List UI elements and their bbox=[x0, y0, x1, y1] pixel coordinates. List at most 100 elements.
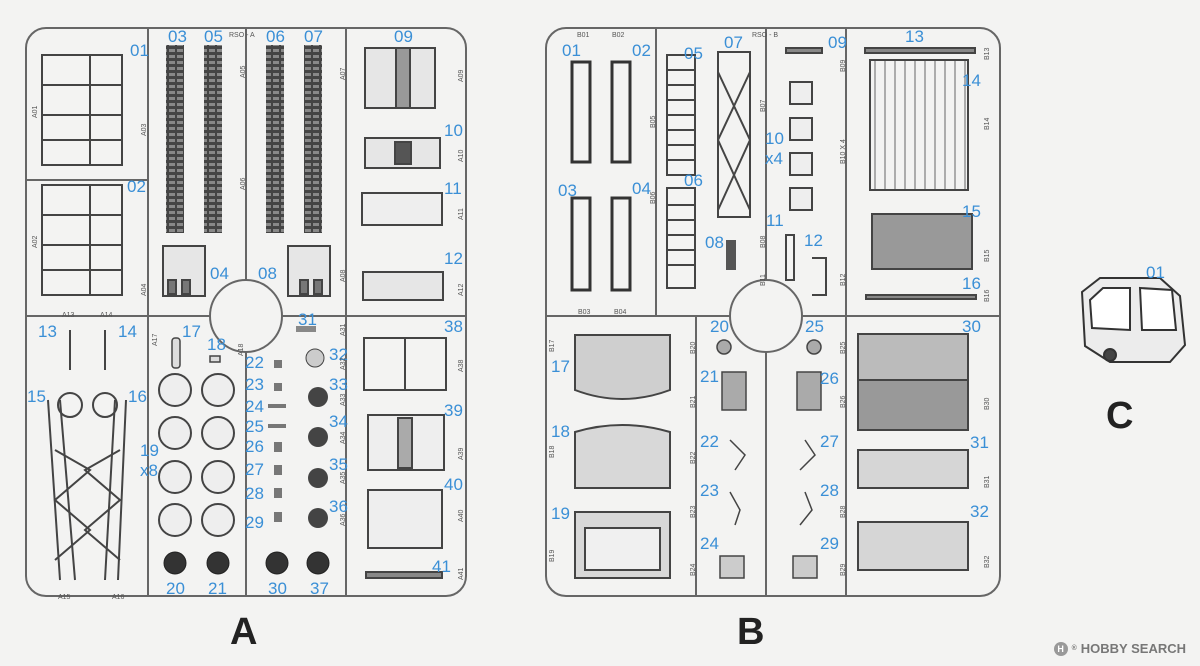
b-gate-b24: B24 bbox=[690, 563, 697, 576]
b-num-01: 01 bbox=[562, 41, 581, 60]
b-gate-b16: B16 bbox=[984, 289, 991, 302]
a-num-36: 36 bbox=[329, 497, 348, 516]
sprue-code-b: RSO - B bbox=[752, 32, 779, 39]
part-a09-a12 bbox=[361, 47, 444, 301]
b-num-28: 28 bbox=[820, 481, 839, 500]
a-num-21: 21 bbox=[208, 579, 227, 598]
a-num-06: 06 bbox=[266, 27, 285, 46]
b-num-31: 31 bbox=[970, 433, 989, 452]
c-num-01: 01 bbox=[1146, 263, 1165, 282]
a-gate-a17: A17 bbox=[152, 333, 159, 346]
a-num-38: 38 bbox=[444, 317, 463, 336]
part-b20-b29 bbox=[716, 339, 822, 579]
part-a17-a18 bbox=[171, 337, 221, 369]
b-num-05: 05 bbox=[684, 44, 703, 63]
a-gate-a34: A34 bbox=[340, 431, 347, 444]
a-num-31: 31 bbox=[298, 310, 317, 329]
a-num-12: 12 bbox=[444, 249, 463, 268]
b-gate-b01: B01 bbox=[577, 32, 590, 39]
a-num-07: 07 bbox=[304, 27, 323, 46]
b-gate-b09: B09 bbox=[840, 59, 847, 72]
part-b08 bbox=[726, 240, 736, 270]
b-num-12: 12 bbox=[804, 231, 823, 250]
b-gate-b21: B21 bbox=[690, 395, 697, 408]
part-b17-b19 bbox=[574, 334, 671, 579]
a-num-24: 24 bbox=[245, 397, 264, 416]
part-a38-a41 bbox=[363, 337, 447, 579]
a-num-13: 13 bbox=[38, 322, 57, 341]
a-gate-a04: A04 bbox=[141, 283, 148, 296]
b-num-27: 27 bbox=[820, 432, 839, 451]
a-num-26: 26 bbox=[245, 437, 264, 456]
a-num-18: 18 bbox=[207, 335, 226, 354]
a-num-02: 02 bbox=[127, 177, 146, 196]
b-gate-b17: B17 bbox=[549, 339, 556, 352]
b-num-10: 10 bbox=[765, 129, 784, 148]
b-gate-b07: B07 bbox=[760, 99, 767, 112]
a-num-29: 29 bbox=[245, 513, 264, 532]
b-num-x4: x4 bbox=[765, 149, 783, 168]
part-b09-b12 bbox=[785, 47, 827, 296]
b-num-16: 16 bbox=[962, 274, 981, 293]
b-gate-b04: B04 bbox=[614, 309, 627, 316]
b-gate-b32: B32 bbox=[984, 555, 991, 568]
gears-a31-a36 bbox=[296, 326, 328, 528]
a-gate-a15: A15 bbox=[58, 594, 71, 601]
a-num-15: 15 bbox=[27, 387, 46, 406]
a-num-41: 41 bbox=[432, 557, 451, 576]
part-b13-b14 bbox=[864, 47, 976, 191]
part-a01-frame bbox=[41, 54, 123, 166]
b-gate-b18: B18 bbox=[549, 445, 556, 458]
a-num-05: 05 bbox=[204, 27, 223, 46]
b-num-07: 07 bbox=[724, 33, 743, 52]
part-b07 bbox=[717, 51, 751, 218]
b-gate-b29: B29 bbox=[840, 563, 847, 576]
a-num-34: 34 bbox=[329, 412, 348, 431]
a-gate-a02: A02 bbox=[32, 235, 39, 248]
a-gate-a16: A16 bbox=[112, 594, 125, 601]
watermark: H ® HOBBY SEARCH bbox=[1053, 641, 1186, 656]
track-links bbox=[166, 45, 322, 233]
b-num-25: 25 bbox=[805, 317, 824, 336]
a-gate-a10: A10 bbox=[458, 149, 465, 162]
a-num-10: 10 bbox=[444, 121, 463, 140]
b-num-19: 19 bbox=[551, 504, 570, 523]
sprue-b-frame bbox=[545, 27, 1001, 597]
b-gate-b03: B03 bbox=[578, 309, 591, 316]
b-gate-b26: B26 bbox=[840, 395, 847, 408]
a-num-32: 32 bbox=[329, 345, 348, 364]
b-gate-b25: B25 bbox=[840, 341, 847, 354]
a-num-28: 28 bbox=[245, 484, 264, 503]
b-num-29: 29 bbox=[820, 534, 839, 553]
b-gate-b10: B10 X 4 bbox=[840, 139, 847, 164]
b-num-20: 20 bbox=[710, 317, 729, 336]
small-parts-a22-a29 bbox=[268, 360, 286, 522]
a-gate-a11: A11 bbox=[458, 208, 465, 220]
b-gate-b19: B19 bbox=[549, 549, 556, 562]
part-b15-b16 bbox=[865, 213, 977, 300]
a-num-08: 08 bbox=[258, 264, 277, 283]
wheels-a19 bbox=[158, 373, 235, 537]
b-gate-b12: B12 bbox=[840, 273, 847, 286]
b-num-23: 23 bbox=[700, 481, 719, 500]
a-gate-a08: A08 bbox=[340, 269, 347, 282]
a-num-25: 25 bbox=[245, 417, 264, 436]
b-gate-b02: B02 bbox=[612, 32, 625, 39]
a-num-17: 17 bbox=[182, 322, 201, 341]
a-gate-a33: A33 bbox=[340, 393, 347, 406]
a-gate-a32: A32 bbox=[340, 357, 347, 370]
a-gate-a36: A36 bbox=[340, 513, 347, 526]
a-num-19: 19 bbox=[140, 441, 159, 460]
b-gate-b05: B05 bbox=[650, 115, 657, 128]
a-gate-a03: A03 bbox=[141, 123, 148, 136]
a-num-01: 01 bbox=[130, 41, 149, 60]
sprue-letter-b: B bbox=[737, 611, 765, 653]
part-a02-frame bbox=[41, 184, 123, 296]
a-num-40: 40 bbox=[444, 475, 463, 494]
sprue-letter-a: A bbox=[230, 611, 258, 653]
part-a13-a16 bbox=[47, 330, 127, 581]
b-gate-b23: B23 bbox=[690, 505, 697, 518]
a-num-33: 33 bbox=[329, 375, 348, 394]
b-num-24: 24 bbox=[700, 534, 719, 553]
a-num-37: 37 bbox=[310, 579, 329, 598]
